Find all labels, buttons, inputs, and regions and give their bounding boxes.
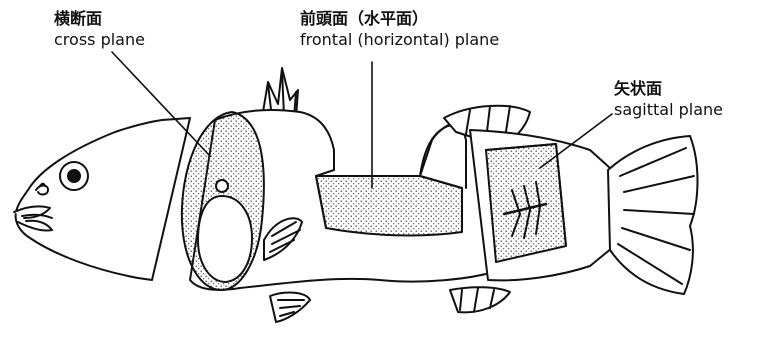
head-segment [14,118,190,280]
frontal-plane-en: frontal (horizontal) plane [300,29,499,50]
sagittal-plane-label: 矢状面 sagittal plane [614,78,723,120]
sagittal-plane-jp: 矢状面 [614,78,723,99]
cross-plane-label: 横断面 cross plane [54,8,145,50]
cross-plane-jp: 横断面 [54,8,145,29]
frontal-plane-label: 前頭面（水平面） frontal (horizontal) plane [300,8,499,50]
cross-plane-en: cross plane [54,29,145,50]
rear-segment [444,106,698,313]
sagittal-plane-en: sagittal plane [614,99,723,120]
frontal-plane-jp: 前頭面（水平面） [300,8,499,29]
